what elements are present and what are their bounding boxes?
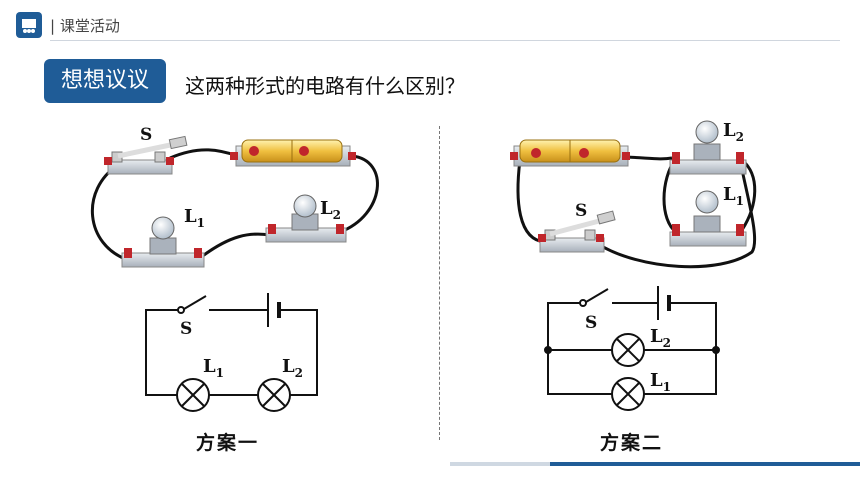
wire bbox=[169, 148, 239, 160]
wire bbox=[90, 163, 129, 262]
footer-bar-light bbox=[450, 462, 550, 466]
switch-contact bbox=[177, 306, 185, 314]
left-caption: 方案一 bbox=[196, 432, 260, 454]
classroom-icon bbox=[16, 12, 42, 38]
switch-lever bbox=[585, 288, 609, 303]
switch bbox=[104, 135, 188, 175]
wire bbox=[547, 302, 612, 395]
header-divider bbox=[50, 40, 840, 41]
wire bbox=[199, 232, 271, 260]
lamp-symbol-l1 bbox=[176, 378, 210, 412]
right-schematic bbox=[544, 286, 720, 411]
switch-lever bbox=[183, 295, 207, 310]
lamp-symbol-l1 bbox=[611, 377, 645, 411]
lamp-symbol-l2 bbox=[611, 333, 645, 367]
wire bbox=[740, 158, 757, 231]
footer-bar-dark bbox=[550, 462, 860, 466]
lamp1-label: L1 bbox=[723, 184, 744, 208]
junction bbox=[544, 346, 552, 354]
switch bbox=[538, 210, 616, 253]
question-text: 这两种形式的电路有什么区别？ bbox=[185, 74, 465, 98]
wire bbox=[597, 159, 757, 269]
left-photo-circuit: S L1 L2 bbox=[90, 125, 379, 268]
schematic-lamp2-label: L2 bbox=[282, 356, 303, 380]
schematic-lamp2-label: L2 bbox=[650, 326, 671, 350]
schematic-lamp1-label: L1 bbox=[203, 356, 224, 380]
wire bbox=[625, 155, 673, 161]
wire bbox=[339, 154, 379, 234]
discussion-badge: 想想议议 bbox=[44, 59, 166, 103]
schematic-switch-label: S bbox=[180, 319, 192, 339]
right-caption: 方案二 bbox=[600, 432, 664, 454]
lamp-l2 bbox=[265, 194, 347, 243]
switch-label: S bbox=[140, 125, 152, 145]
switch-label: S bbox=[575, 201, 587, 221]
lamp-l1 bbox=[121, 216, 205, 268]
section-title: | 课堂活动 bbox=[50, 17, 120, 35]
wire bbox=[145, 309, 178, 396]
right-photo-circuit: S L2 L1 bbox=[510, 120, 757, 269]
lamp2-label: L2 bbox=[723, 120, 744, 144]
battery bbox=[510, 139, 630, 167]
battery bbox=[230, 139, 356, 167]
header: | 课堂活动 bbox=[0, 0, 860, 48]
wire bbox=[516, 159, 546, 244]
lamp-l2 bbox=[669, 120, 747, 175]
schematic-lamp1-label: L1 bbox=[650, 370, 671, 394]
switch-contact bbox=[579, 299, 587, 307]
schematic-switch-label: S bbox=[585, 313, 597, 333]
wire bbox=[279, 309, 318, 396]
lamp1-label: L1 bbox=[184, 206, 205, 230]
center-divider bbox=[439, 126, 440, 440]
junction bbox=[712, 346, 720, 354]
left-schematic bbox=[145, 293, 318, 412]
lamp-symbol-l2 bbox=[257, 378, 291, 412]
lamp2-label: L2 bbox=[320, 198, 341, 222]
lamp-l1 bbox=[669, 190, 747, 247]
